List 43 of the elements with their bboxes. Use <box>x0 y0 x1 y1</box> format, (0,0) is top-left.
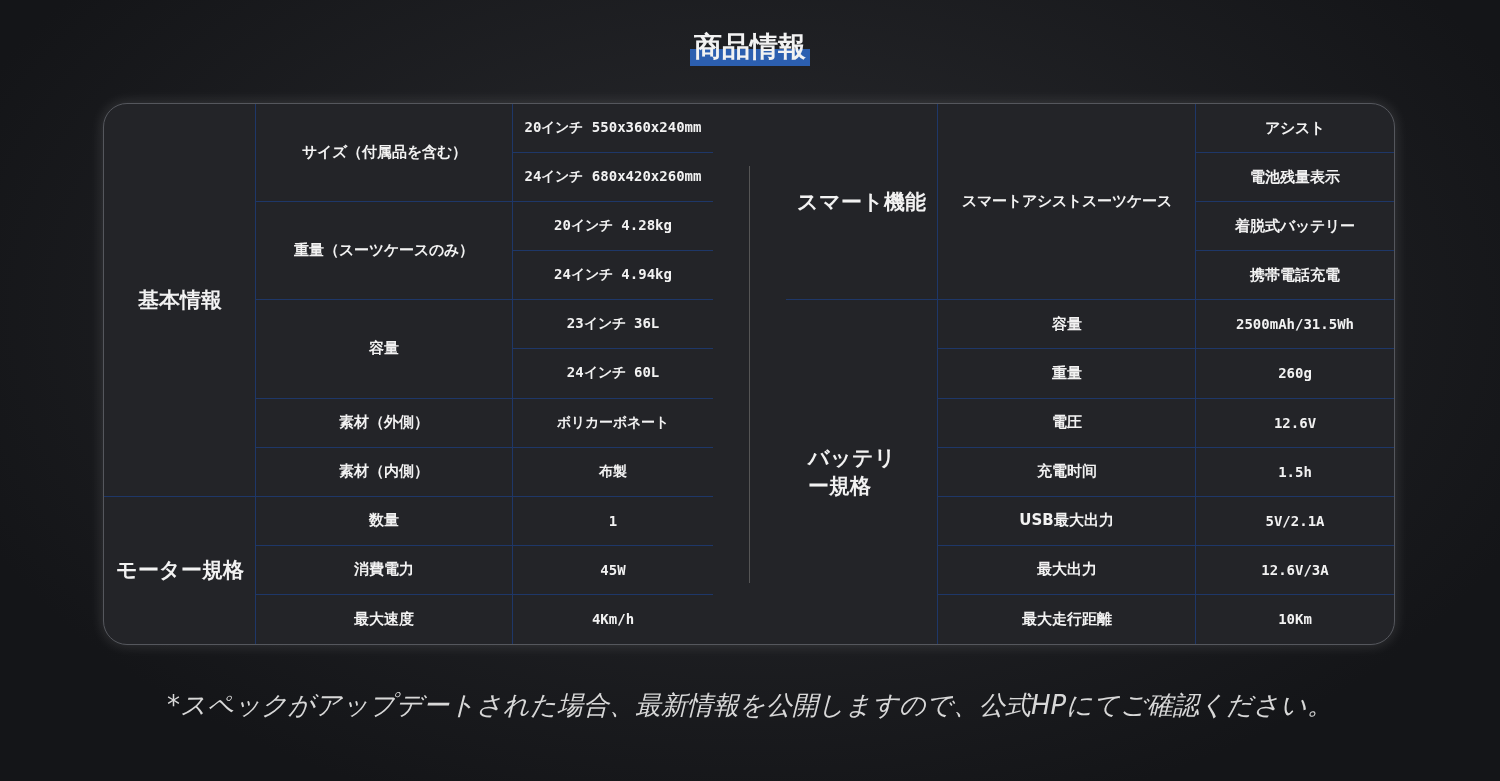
spec-name: 容量 <box>938 300 1196 350</box>
spec-name: 素材（内側） <box>256 447 513 497</box>
spec-value: 10Km <box>1277 610 1313 630</box>
spec-name: 消費電力 <box>256 545 513 595</box>
spec-name: 素材（外側） <box>256 398 513 448</box>
spec-value: 23インチ 36L <box>513 300 713 350</box>
footnote: *スペックがアップデートされた場合、最新情報を公開しますので、公式HPにてご確認ください。 <box>165 689 1335 722</box>
spec-value: 5V/2.1A <box>1196 496 1394 546</box>
spec-value: 45W <box>513 545 713 595</box>
spec-value: 20インチ 4.28kg <box>513 202 713 252</box>
spec-value: 24インチ 60L <box>513 349 713 399</box>
row-header: モーター規格 <box>104 496 256 644</box>
spec-name: USB最大出力 <box>938 496 1196 546</box>
spec-name: 最大走行距離 <box>938 594 1196 644</box>
spec-value: 4Km/h <box>590 610 636 630</box>
spec-name: サイズ（付属品を含む） <box>256 104 513 203</box>
spec-name: 重量 <box>938 349 1196 399</box>
spec-name: アシスト <box>1196 104 1394 154</box>
spec-name: 充電时间 <box>938 447 1196 497</box>
spec-value: 2500mAh/31.5Wh <box>1196 300 1394 350</box>
spec-value: 20インチ 550x360x240mm <box>513 104 713 154</box>
spec-name: 電池残量表示 <box>1196 153 1394 203</box>
spec-value: 布製 <box>513 447 713 497</box>
spec-value: ボリカーボネート <box>513 398 713 448</box>
spec-name: スマートアシストスーツケース <box>938 104 1196 301</box>
spec-name: 着脱式バッテリー <box>1196 202 1394 252</box>
spec-name: 容量 <box>256 300 513 399</box>
spec-value: 260g <box>1196 349 1394 399</box>
spec-name: 数量 <box>256 496 513 546</box>
spec-name: 重量（スーツケースのみ） <box>256 202 513 301</box>
spec-name: 電圧 <box>938 398 1196 448</box>
spec-value: 1 <box>513 496 713 546</box>
spec-value: 24インチ 680x420x260mm <box>513 153 713 203</box>
spec-value: 12.6V/3A <box>1196 545 1394 595</box>
spec-value: 24インチ 4.94kg <box>513 251 713 301</box>
spec-name: 最大速度 <box>256 594 513 644</box>
spec-value: 12.6V <box>1196 398 1394 448</box>
spec-name: 最大出力 <box>938 545 1196 595</box>
row-header: スマート機能 <box>786 104 938 301</box>
spec-value: 1.5h <box>1196 447 1394 497</box>
row-header: バッテリー規格 <box>786 300 938 644</box>
row-header: 基本情報 <box>104 104 256 497</box>
spec-name: 携帯電話充電 <box>1196 251 1394 301</box>
